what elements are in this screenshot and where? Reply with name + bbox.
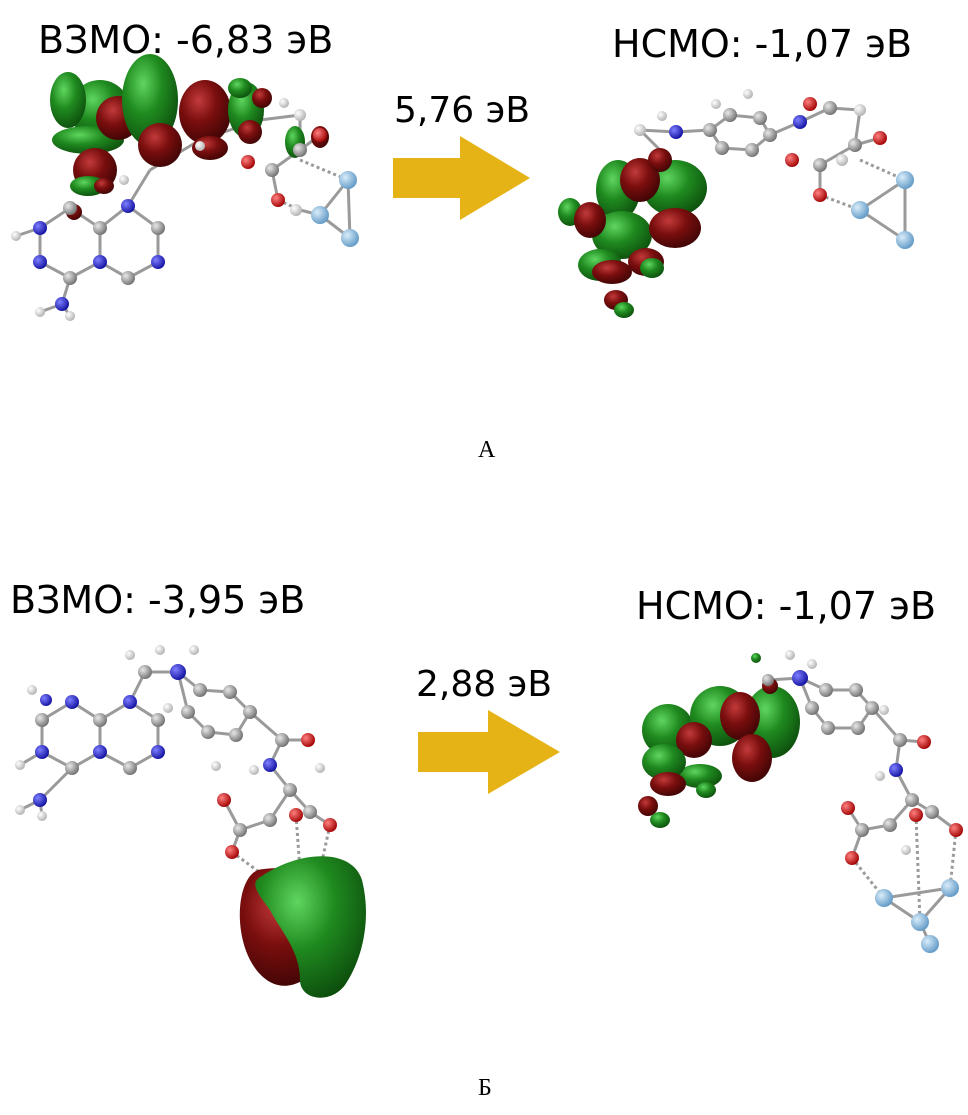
panel-a-homo-atoms — [11, 98, 359, 321]
panel-a-lumo-atoms — [634, 89, 914, 249]
panel-b-lumo-atoms — [762, 650, 963, 953]
panel-b-lumo-orbital — [638, 653, 800, 828]
panel-b-homo-orbital — [239, 856, 366, 998]
panel-b-homo-label: ВЗМО: -3,95 эВ — [10, 578, 306, 622]
panel-a-homo-orbital — [50, 54, 329, 220]
panel-b-gap-label: 2,88 эВ — [416, 664, 553, 705]
panel-a-homo-label: ВЗМО: -6,83 эВ — [38, 18, 334, 62]
panel-b-letter: Б — [478, 1075, 492, 1101]
panel-a-arrow-icon — [393, 136, 530, 220]
panel-a-lumo-label: НСМО: -1,07 эВ — [612, 22, 913, 66]
panel-b-homo-atoms — [15, 645, 337, 859]
panel-b-lumo-label: НСМО: -1,07 эВ — [636, 584, 937, 628]
panel-b-arrow-icon — [418, 710, 560, 794]
panel-a-lumo-orbital — [558, 148, 707, 318]
panel-a-letter: А — [478, 437, 496, 463]
panel-a-gap-label: 5,76 эВ — [394, 90, 531, 131]
